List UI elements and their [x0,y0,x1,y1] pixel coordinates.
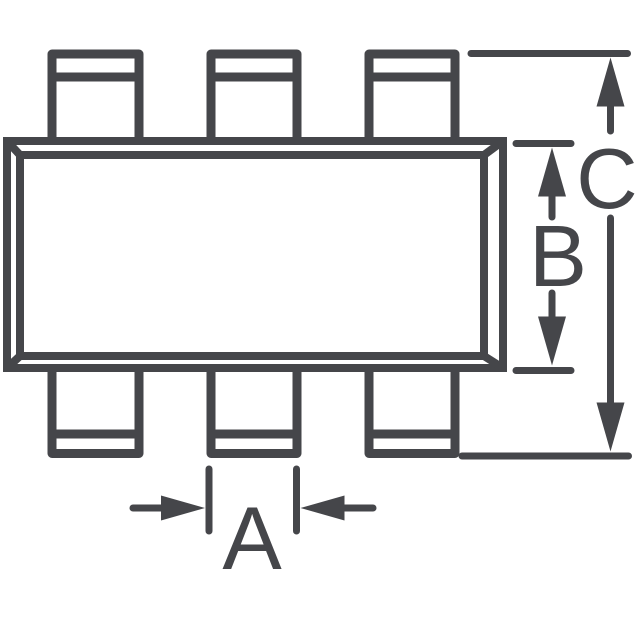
package-body [3,137,507,372]
dimension-a: A [129,465,377,588]
dim-c-arrowhead-down-icon [596,402,625,452]
body-bevel-bottom-right [481,352,506,372]
body-bevel-bottom-left [4,353,23,371]
dimension-b: B [512,140,587,374]
dim-a-arrowhead-right-pointing-icon [161,495,205,521]
body-bevel-top-right [481,137,506,159]
body-outer-outline [3,137,507,372]
lead-bottom-2 [206,364,302,458]
dim-c-arrowhead-up-icon [596,57,625,107]
dim-b-arrowhead-up-icon [538,147,566,197]
dim-b-label: B [529,208,587,305]
body-inner-outline [16,151,488,360]
dim-a-arrowhead-left-pointing-icon [300,495,345,521]
dimension-c: C [458,50,638,460]
bottom-leads [47,364,460,458]
dim-c-label: C [576,132,637,227]
lead-top-2 [206,49,302,145]
lead-bottom-3 [364,364,460,458]
dim-b-arrowhead-down-icon [538,316,566,366]
body-bevel-top-left [4,138,23,158]
top-leads [47,49,460,145]
lead-top-3 [364,49,460,145]
lead-bottom-1 [47,364,144,458]
dim-a-label: A [222,488,282,588]
lead-top-1 [47,49,144,145]
